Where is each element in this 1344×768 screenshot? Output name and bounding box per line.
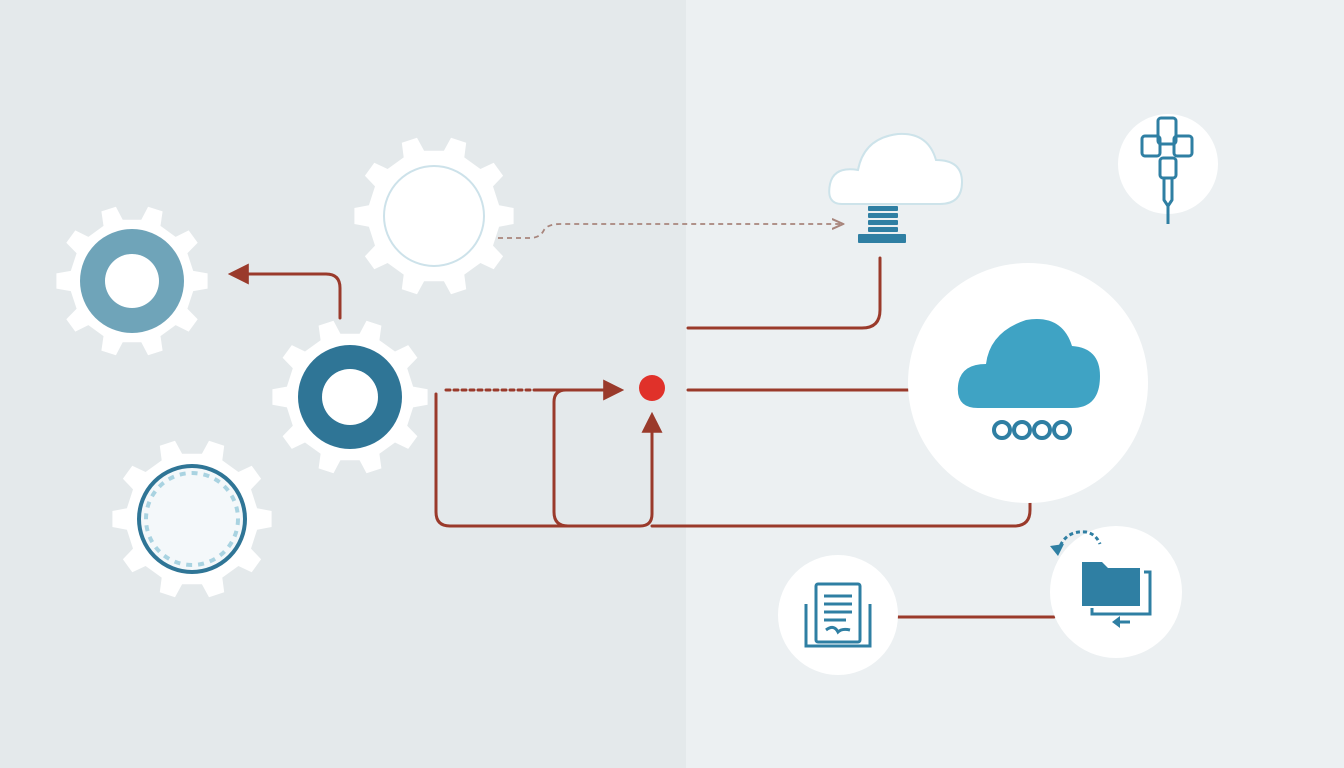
- connector-loop-to-cloud-network: [650, 448, 1032, 528]
- connector-bottom-loop-outer: [434, 392, 663, 528]
- connectors: [227, 256, 1056, 619]
- folder-sync-icon: [1050, 530, 1152, 628]
- gear-center-hole: [322, 369, 378, 425]
- cloud-server-icon: [828, 132, 964, 243]
- junction-dot: [639, 375, 665, 401]
- gear-bottom-left-inner-dashes: [144, 471, 240, 567]
- gear-large-left-hole: [105, 254, 159, 308]
- gear-bottom-left-ring: [137, 464, 247, 574]
- gear-center-icon[interactable]: [272, 320, 428, 474]
- connector-center-gear-to-left-gear: [227, 263, 342, 320]
- connector-bottom-loop-inner: [552, 388, 602, 528]
- connector-to-cloud-server: [686, 256, 882, 330]
- plug-circle[interactable]: [1118, 114, 1218, 214]
- connector-outline-gear-to-cloud-dashed: [498, 224, 842, 239]
- document-circle[interactable]: [778, 555, 898, 675]
- gear-group: [56, 137, 514, 598]
- gear-large-left-icon[interactable]: [56, 206, 208, 356]
- gear-bottom-left-icon[interactable]: [112, 440, 272, 598]
- gear-outline-top-ring: [383, 165, 485, 267]
- cloud-network-icon: [957, 319, 1100, 440]
- document-icon: [804, 582, 872, 648]
- gear-outline-top-icon[interactable]: [354, 137, 514, 295]
- plug-icon: [1140, 116, 1194, 224]
